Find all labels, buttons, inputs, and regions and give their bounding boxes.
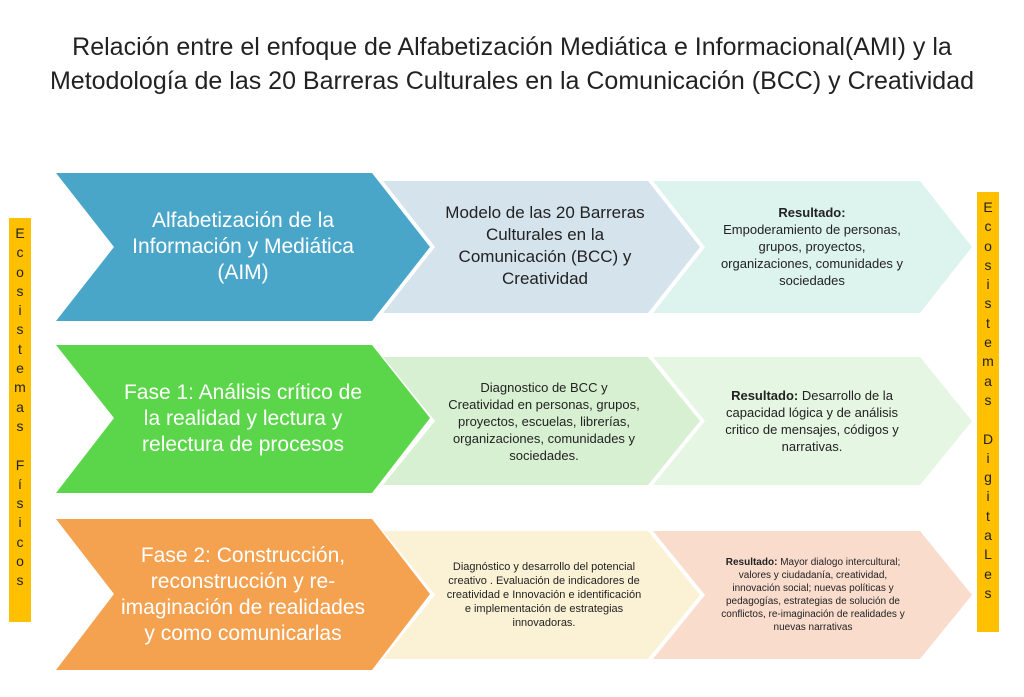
row3-end-chevron [653,531,972,659]
left-bar-letter: i [18,302,22,319]
row1-main-text: Alfabetización de la Información y Mediá… [132,209,354,284]
left-bar-letter: a [16,398,24,415]
left-bar-letter: o [16,553,24,570]
row3-main-text: Fase 2: Construcción, reconstrucción y r… [121,544,365,645]
right-bar-letter: s [984,391,992,408]
right-bar-letter: e [984,565,992,582]
right-bar-letter: s [984,584,992,601]
row3-end-text: Mayor dialogo intercultural; valores y c… [721,557,905,633]
right-bar-letter: i [986,449,990,466]
row3-mid-text: Diagnóstico y desarrollo del potencial c… [446,561,642,629]
row2-main-chevron [56,345,430,493]
left-bar-letter: i [18,514,22,531]
row1-mid-chevron [383,181,700,313]
row3-mid-chevron [383,531,700,659]
left-bar-letter: s [16,572,24,589]
right-bar-letter: c [984,218,992,235]
right-bar-letter: s [984,295,992,312]
row2-end-chevron [653,357,972,485]
right-bar-letter: i [986,488,990,505]
left-bar-letter: s [16,321,24,338]
row2-mid-chevron [383,357,700,485]
row1-mid-text: Modelo de las 20 Barreras Culturales en … [445,203,645,288]
title-line-2: Metodología de las 20 Barreras Culturale… [49,67,975,95]
left-bar-letter: F [15,456,25,473]
row1-end-chevron [653,181,972,313]
left-bar-letter: t [18,340,22,357]
row2-end-block: Resultado: Desarrollo de la capacidad ló… [712,366,912,476]
right-bar-letter: s [984,256,992,273]
left-bar-letter: s [16,282,24,299]
right-bar-letter: a [984,372,992,389]
right-bar-letter: g [984,469,992,486]
left-bar-letter: c [16,244,24,261]
right-bar-letter: t [986,314,990,331]
row3-end-block: Resultado: Mayor dialogo intercultural; … [714,540,912,650]
left-bar-letter: E [15,225,25,241]
left-bar-letter: o [16,263,24,280]
left-bar-letter: c [16,533,24,550]
left-bar-letter: í [18,475,22,492]
diagram-title: Relación entre el enfoque de Alfabetizac… [0,30,1024,98]
row1-end-text: Empoderamiento de personas, grupos, proy… [720,221,904,288]
right-bar-letter: m [982,353,994,370]
right-bar-letter: L [984,546,992,563]
row3-main-chevron [56,519,430,670]
right-bar-letter: t [986,507,990,524]
row2-end-paragraph: Resultado: Desarrollo de la capacidad ló… [712,387,912,455]
left-bar-letter: m [14,379,26,396]
row3-end-paragraph: Resultado: Mayor dialogo intercultural; … [714,556,912,634]
left-bar-letter: s [16,417,24,434]
right-bar-letter: e [984,334,992,351]
row2-end-label: Resultado: [731,388,799,403]
right-bar-letter: a [984,527,992,544]
row2-main-text: Fase 1: Análisis crítico de la realidad … [123,381,363,456]
right-bar-letter: D [982,430,994,447]
row1-main-chevron [56,173,430,321]
left-bar-letter: s [16,495,24,512]
row1-end-label: Resultado: [778,204,846,220]
left-bar-letter: e [16,360,24,377]
right-bar-letter: i [986,276,990,293]
right-bar-letter: o [984,237,992,254]
row2-mid-text: Diagnostico de BCC y Creatividad en pers… [448,379,640,463]
row1-end-block: Resultado: Empoderamiento de personas, g… [712,196,912,296]
title-line-1: Relación entre el enfoque de Alfabetizac… [72,33,952,61]
row3-end-label: Resultado: [725,557,778,568]
right-bar-letter: E [983,199,993,215]
row2-end-text: Desarrollo de la capacidad lógica y de a… [725,388,899,454]
